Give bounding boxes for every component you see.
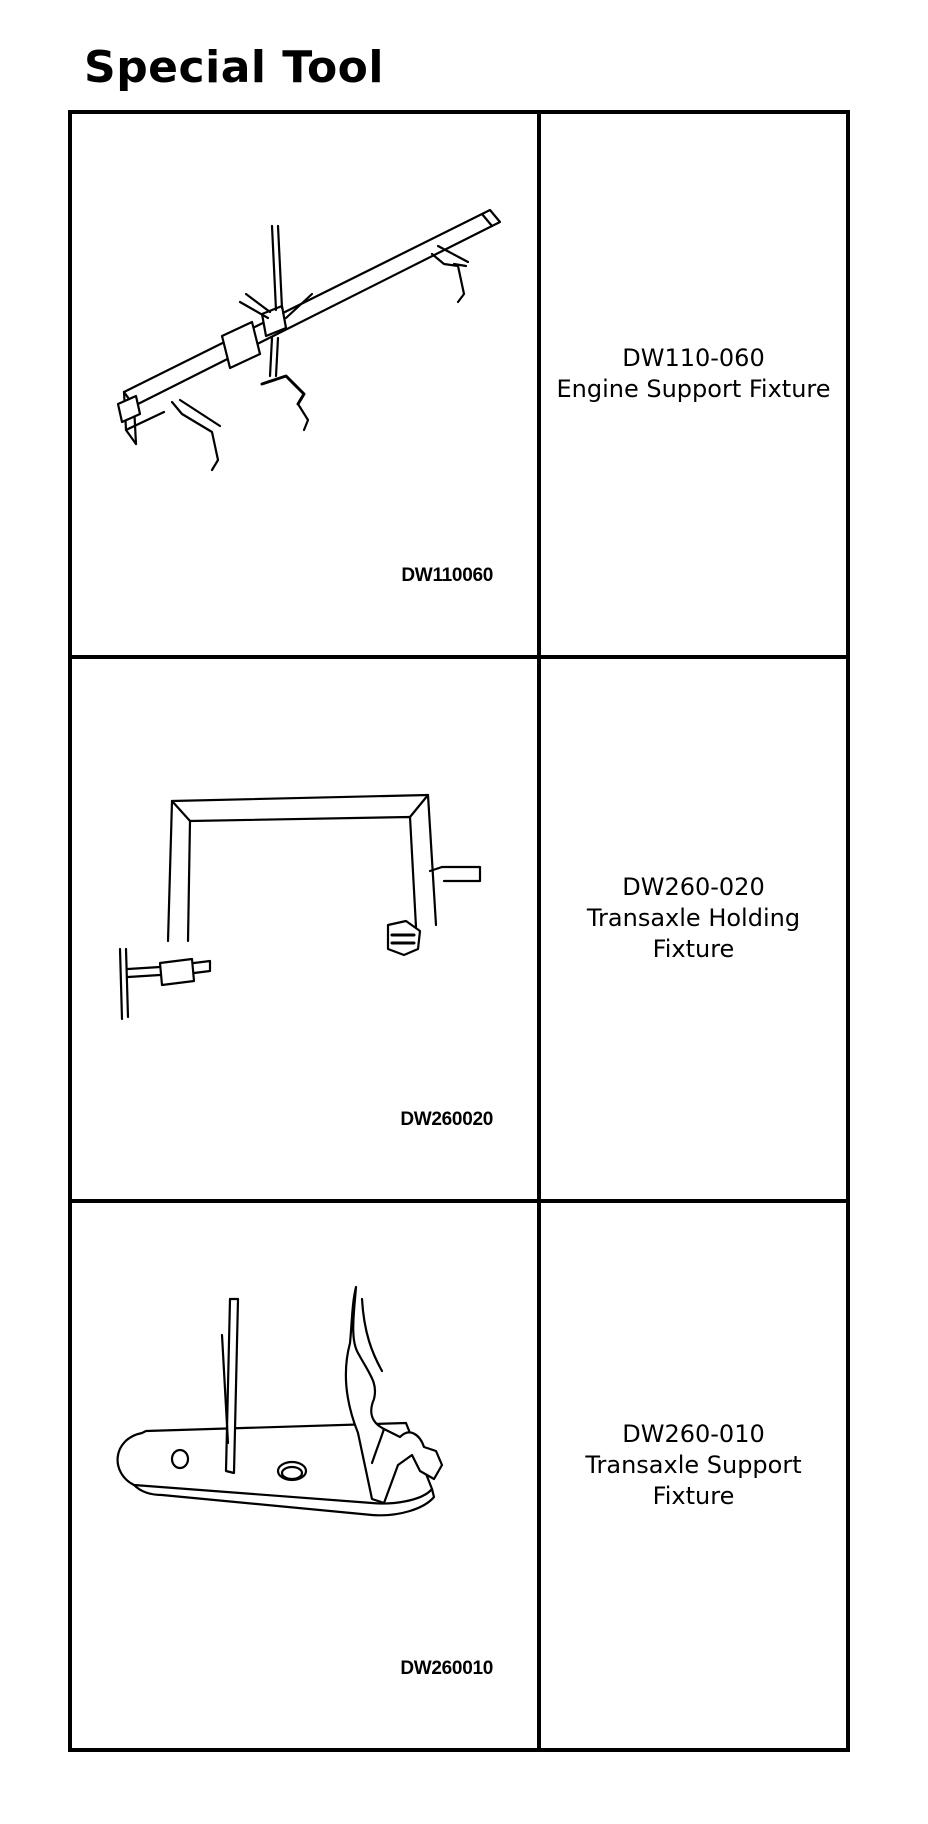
engine-support-fixture-drawing-icon bbox=[116, 208, 502, 472]
tool-description: DW260-010 Transaxle Support Fixture bbox=[585, 1419, 801, 1512]
tool-name-line: Transaxle Holding bbox=[586, 904, 801, 933]
image-code-label: DW260020 bbox=[400, 1109, 493, 1131]
part-number: DW110-060 bbox=[622, 344, 765, 373]
part-number: DW260-010 bbox=[622, 1420, 765, 1449]
image-code-label: DW260010 bbox=[400, 1658, 493, 1679]
tool-image-cell: DW260010 bbox=[72, 1203, 541, 1748]
tool-description-cell: DW260-010 Transaxle Support Fixture bbox=[541, 1203, 846, 1748]
page-title: Special Tool bbox=[84, 42, 384, 93]
tool-image-cell: DW260020 bbox=[72, 658, 541, 1204]
part-number: DW260-020 bbox=[622, 873, 765, 902]
tool-name-line: Fixture bbox=[652, 935, 735, 964]
transaxle-support-fixture-drawing-icon bbox=[116, 1286, 444, 1517]
tool-description-cell: DW110-060 Engine Support Fixture bbox=[541, 114, 846, 659]
tool-description-cell: DW260-020 Transaxle Holding Fixture bbox=[541, 659, 846, 1204]
tool-image-cell: DW110060 bbox=[72, 114, 541, 659]
tool-description: DW110-060 Engine Support Fixture bbox=[556, 343, 830, 405]
tool-description: DW260-020 Transaxle Holding Fixture bbox=[587, 872, 800, 965]
transaxle-holding-fixture-drawing-icon bbox=[118, 793, 482, 1020]
tool-name-line: Engine Support Fixture bbox=[556, 375, 831, 404]
image-code-label: DW110060 bbox=[401, 564, 493, 586]
tool-name-line: Fixture bbox=[652, 1482, 735, 1511]
tool-name-line: Transaxle Support bbox=[585, 1451, 802, 1480]
special-tool-table: DW110060 DW110-060 Engine Support Fixtur… bbox=[68, 110, 850, 1752]
